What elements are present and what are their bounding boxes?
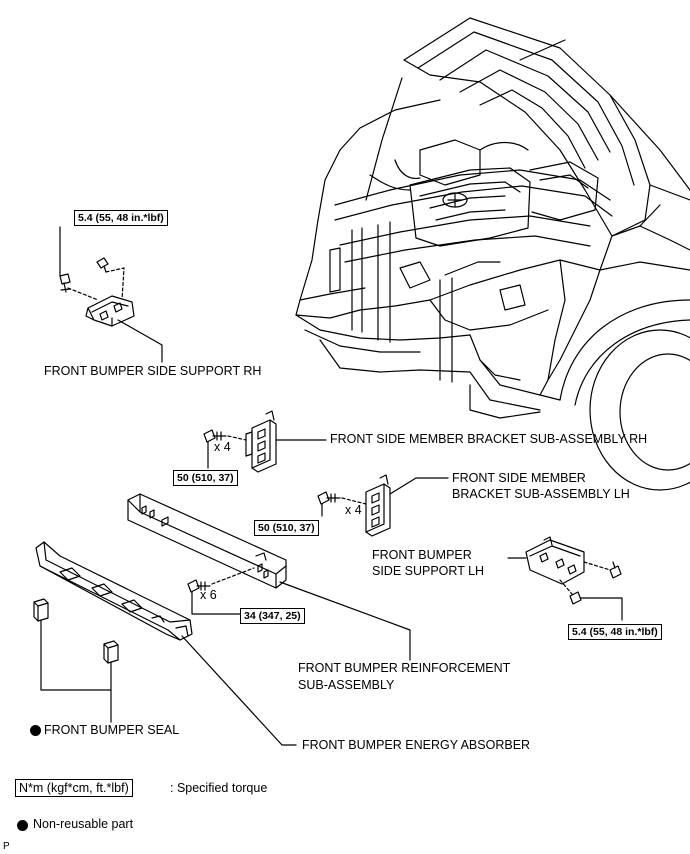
- energy-absorber-part: [35, 541, 297, 746]
- label-bracket-rh: FRONT SIDE MEMBER BRACKET SUB-ASSEMBLY R…: [330, 432, 648, 446]
- label-side-support-lh-line1: FRONT BUMPER: [372, 548, 472, 562]
- torque-bracket-lh: 50 (510, 37): [254, 520, 319, 536]
- label-energy-absorber: FRONT BUMPER ENERGY ABSORBER: [302, 738, 531, 752]
- label-seal: FRONT BUMPER SEAL: [44, 723, 180, 737]
- label-side-support-lh-line2: SIDE SUPPORT LH: [372, 564, 485, 578]
- side-support-lh-part: [507, 536, 623, 621]
- non-reusable-dot-icon: [30, 725, 41, 736]
- label-bracket-lh-line2: BRACKET SUB-ASSEMBLY LH: [452, 487, 630, 501]
- corner-mark: P: [3, 841, 10, 852]
- bracket-lh-part: [317, 474, 449, 537]
- legend-torque-box: N*m (kgf*cm, ft.*lbf): [15, 779, 133, 797]
- reinforcement-part: [127, 493, 411, 661]
- legend-dot-icon: [17, 820, 28, 831]
- label-reinforcement-line1: FRONT BUMPER REINFORCEMENT: [298, 661, 511, 675]
- bracket-rh-part: [203, 410, 327, 473]
- label-bracket-lh-line1: FRONT SIDE MEMBER: [452, 471, 586, 485]
- label-reinforcement-line2: SUB-ASSEMBLY: [298, 678, 395, 692]
- legend-non-reusable: Non-reusable part: [33, 817, 134, 831]
- seal-parts: [33, 598, 119, 723]
- torque-bracket-rh: 50 (510, 37): [173, 470, 238, 486]
- label-side-support-rh: FRONT BUMPER SIDE SUPPORT RH: [44, 364, 262, 378]
- vehicle-illustration: [295, 17, 690, 491]
- qty-bracket-rh: x 4: [214, 440, 231, 454]
- qty-reinforcement: x 6: [200, 588, 217, 602]
- qty-bracket-lh: x 4: [345, 503, 362, 517]
- torque-reinforcement: 34 (347, 25): [240, 608, 305, 624]
- torque-side-support-rh: 5.4 (55, 48 in.*lbf): [74, 210, 168, 226]
- legend-torque-desc: : Specified torque: [170, 781, 268, 795]
- torque-side-support-lh: 5.4 (55, 48 in.*lbf): [568, 624, 662, 640]
- side-support-rh-part: [59, 226, 163, 363]
